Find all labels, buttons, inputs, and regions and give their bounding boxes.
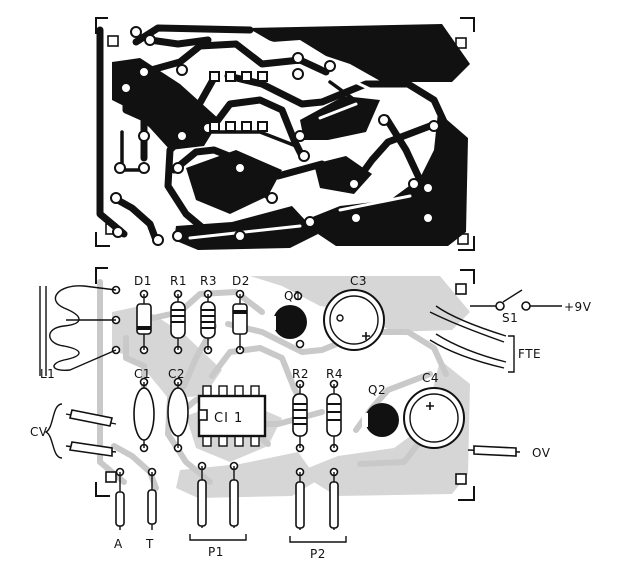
- component-mounting-holes: [105, 283, 467, 485]
- resistor-R1: [170, 294, 186, 350]
- diode-D1: [136, 294, 152, 350]
- capacitor-C2: [167, 382, 189, 448]
- capacitor-C1: [133, 382, 155, 448]
- copper-ic-pads: [209, 71, 268, 132]
- label-Q1: Q1: [284, 289, 302, 303]
- resistor-R4: [326, 384, 342, 448]
- label-T: T: [145, 537, 154, 551]
- switch-S1: [470, 289, 562, 311]
- capacitor-C4: [403, 387, 465, 449]
- label-R3: R3: [200, 274, 217, 288]
- copper-fills: [112, 24, 470, 250]
- label-D2: D2: [232, 274, 250, 288]
- label-L1: L1: [40, 367, 55, 381]
- transistor-Q2: [362, 403, 399, 437]
- copper-corner-marks: [95, 17, 475, 251]
- label-S1: S1: [502, 311, 518, 325]
- copper-layout: [95, 17, 475, 251]
- copper-traces: [96, 24, 450, 244]
- trimmer-CV-leads: [44, 403, 117, 459]
- component-layout: L1 D1 R1 R3 D2: [30, 267, 592, 561]
- label-D1: D1: [134, 274, 152, 288]
- label-R1: R1: [170, 274, 187, 288]
- label-A: A: [114, 537, 123, 551]
- resistor-R3: [200, 294, 216, 350]
- diode-D2: [232, 294, 248, 350]
- capacitor-C3: [323, 289, 385, 351]
- label-Q2: Q2: [368, 383, 386, 397]
- copper-pads: [110, 26, 440, 246]
- lead-A: [115, 472, 125, 530]
- label-R4: R4: [326, 367, 343, 381]
- speaker-leads-FTE: [429, 305, 515, 373]
- label-supply-plus: +9V: [564, 300, 592, 314]
- label-R2: R2: [292, 367, 309, 381]
- label-C3: C3: [350, 274, 367, 288]
- coil-L1: [39, 285, 117, 376]
- lead-P2: [289, 472, 347, 543]
- label-FTE: FTE: [518, 347, 541, 361]
- component-corner-marks: [95, 267, 475, 501]
- label-supply-ground: OV: [532, 446, 551, 460]
- resistor-R2: [292, 384, 308, 448]
- lead-T: [147, 472, 157, 530]
- label-CI1: CI 1: [214, 411, 243, 426]
- ground-lead-OV: [467, 445, 521, 457]
- transistor-Q1: [270, 305, 307, 339]
- copper-gaps: [188, 36, 412, 240]
- label-C2: C2: [168, 367, 185, 381]
- label-C4: C4: [422, 371, 439, 385]
- label-P2: P2: [310, 547, 326, 561]
- label-P1: P1: [208, 545, 224, 559]
- label-CV: CV: [30, 425, 48, 439]
- lead-P1: [189, 466, 247, 541]
- ic-CI1: [197, 385, 267, 447]
- label-C1: C1: [134, 367, 151, 381]
